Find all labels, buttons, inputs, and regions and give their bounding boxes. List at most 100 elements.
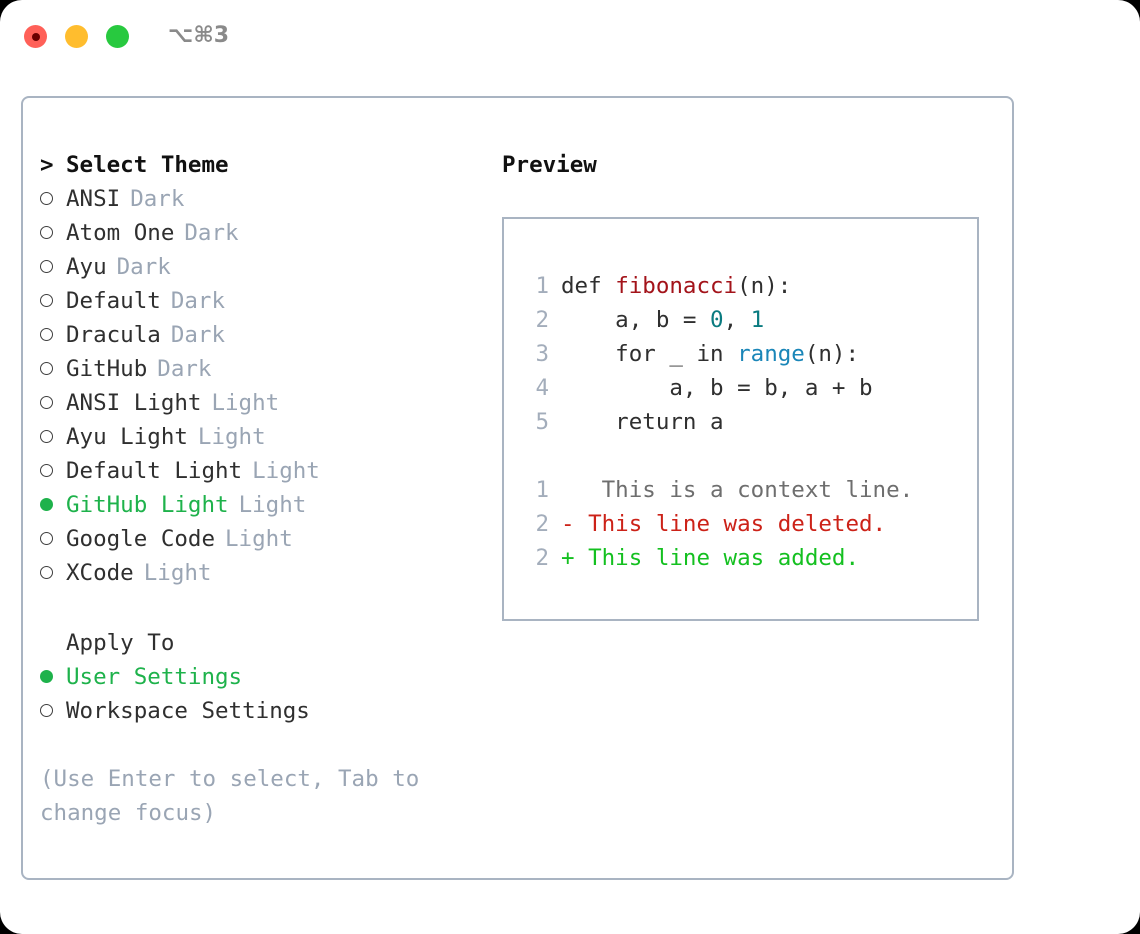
bullet-glyph bbox=[40, 328, 53, 341]
bullet-glyph bbox=[40, 566, 53, 579]
diff-text: This is a context line. bbox=[574, 477, 914, 503]
bullet-glyph bbox=[40, 532, 53, 545]
window-title: ⌥⌘3 bbox=[168, 23, 230, 48]
bullet-glyph bbox=[40, 294, 53, 307]
theme-name: Google Code bbox=[66, 526, 216, 552]
prompt-caret-icon: > bbox=[40, 152, 54, 178]
keyboard-hint: (Use Enter to select, Tab to change focu… bbox=[40, 766, 420, 826]
line-number: 3 bbox=[535, 341, 549, 367]
radio-unselected-icon bbox=[40, 420, 66, 454]
radio-unselected-icon bbox=[40, 352, 66, 386]
bullet-glyph bbox=[40, 226, 53, 239]
code-token: (n): bbox=[737, 273, 792, 299]
code-token: return a bbox=[561, 409, 724, 435]
theme-list-item[interactable]: Default Light Light bbox=[40, 454, 480, 488]
line-number: 5 bbox=[535, 409, 549, 435]
theme-name: Default bbox=[66, 288, 161, 314]
line-number: 2 bbox=[535, 511, 549, 537]
recording-indicator-icon bbox=[31, 32, 40, 41]
bullet-glyph bbox=[40, 670, 53, 683]
bullet-glyph bbox=[40, 430, 53, 443]
apply-to-option-label: Workspace Settings bbox=[66, 698, 310, 724]
code-line: 3 for _ in range(n): bbox=[521, 337, 977, 371]
code-line: 2 a, b = 0, 1 bbox=[521, 303, 977, 337]
apply-to-option-label: User Settings bbox=[66, 664, 243, 690]
theme-name: Dracula bbox=[66, 322, 161, 348]
diff-sign: - bbox=[561, 511, 575, 537]
radio-unselected-icon bbox=[40, 694, 66, 728]
theme-variant-tag: Dark bbox=[170, 288, 226, 314]
code-token: for _ in bbox=[561, 341, 738, 367]
diff-line: 2- This line was deleted. bbox=[521, 507, 977, 541]
minimize-button[interactable] bbox=[65, 25, 88, 48]
diff-line: 2+ This line was added. bbox=[521, 541, 977, 575]
code-line-content: for _ in range(n): bbox=[561, 337, 859, 371]
theme-name: Ayu Light bbox=[66, 424, 188, 450]
code-diff-gap bbox=[521, 439, 977, 473]
line-number: 4 bbox=[535, 375, 549, 401]
apply-to-option[interactable]: User Settings bbox=[40, 660, 480, 694]
radio-unselected-icon bbox=[40, 318, 66, 352]
traffic-lights bbox=[24, 25, 129, 48]
theme-variant-tag: Light bbox=[197, 424, 266, 450]
radio-unselected-icon bbox=[40, 386, 66, 420]
theme-list-item[interactable]: Ayu Dark bbox=[40, 250, 480, 284]
code-token: 0 bbox=[710, 307, 724, 333]
theme-name: Ayu bbox=[66, 254, 107, 280]
theme-list-item[interactable]: Ayu Light Light bbox=[40, 420, 480, 454]
code-token: fibonacci bbox=[615, 273, 738, 299]
select-theme-label: Select Theme bbox=[66, 152, 229, 178]
radio-unselected-icon bbox=[40, 556, 66, 590]
code-line-content: def fibonacci(n): bbox=[561, 269, 791, 303]
theme-variant-tag: Light bbox=[143, 560, 212, 586]
theme-name: Atom One bbox=[66, 220, 175, 246]
preview-title: Preview bbox=[502, 152, 597, 178]
theme-name: ANSI Light bbox=[66, 390, 202, 416]
diff-sign bbox=[561, 473, 575, 507]
radio-unselected-icon bbox=[40, 182, 66, 216]
apply-to-label: Apply To bbox=[66, 630, 175, 656]
bullet-glyph bbox=[40, 260, 53, 273]
maximize-button[interactable] bbox=[106, 25, 129, 48]
diff-line: 1 This is a context line. bbox=[521, 473, 977, 507]
apply-to-option[interactable]: Workspace Settings bbox=[40, 694, 480, 728]
radio-unselected-icon bbox=[40, 216, 66, 250]
theme-list-item[interactable]: Default Dark bbox=[40, 284, 480, 318]
theme-variant-tag: Dark bbox=[116, 254, 171, 280]
title-bar: ⌥⌘3 bbox=[0, 0, 1140, 76]
code-token: a, b = bbox=[561, 307, 711, 333]
code-token: , bbox=[723, 307, 751, 333]
radio-unselected-icon bbox=[40, 522, 66, 556]
close-button[interactable] bbox=[24, 25, 47, 48]
radio-selected-icon bbox=[40, 660, 66, 694]
code-line-content: a, b = 0, 1 bbox=[561, 303, 764, 337]
theme-name: ANSI bbox=[66, 186, 121, 212]
bullet-glyph bbox=[40, 498, 53, 511]
bullet-glyph bbox=[40, 704, 53, 717]
diff-text: This line was deleted. bbox=[574, 511, 887, 537]
code-line: 5 return a bbox=[521, 405, 977, 439]
bullet-glyph bbox=[40, 192, 53, 205]
bullet-glyph bbox=[40, 464, 53, 477]
theme-list-item[interactable]: Atom One Dark bbox=[40, 216, 480, 250]
radio-unselected-icon bbox=[40, 284, 66, 318]
select-theme-heading: > Select Theme bbox=[40, 148, 480, 182]
theme-variant-tag: Dark bbox=[184, 220, 239, 246]
theme-name: Default Light bbox=[66, 458, 243, 484]
theme-variant-tag: Light bbox=[252, 458, 320, 484]
code-token: a, b = b, a + b bbox=[561, 375, 873, 401]
